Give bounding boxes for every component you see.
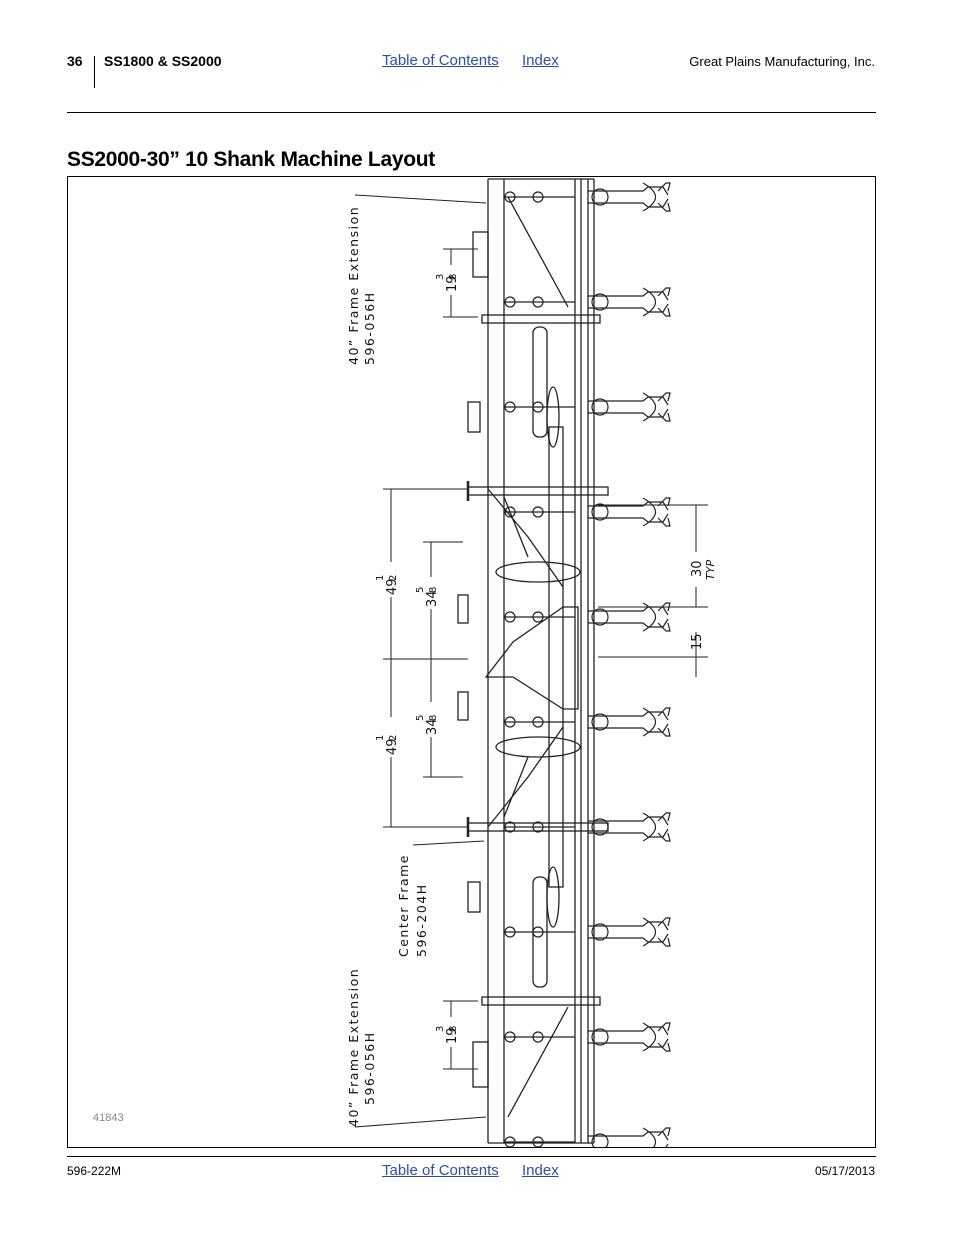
shank-row-unit	[504, 917, 671, 947]
dim-34-top-num: 5	[415, 587, 426, 593]
footer-toc-link[interactable]: Table of Contents	[382, 1162, 499, 1179]
shank-row-unit	[504, 707, 671, 737]
shank-row-unit	[504, 1127, 671, 1147]
shank-row-unit	[504, 497, 671, 527]
revision-date: 05/17/2013	[814, 1164, 875, 1178]
figure-number: 41843	[93, 1112, 124, 1124]
company-name: Great Plains Manufacturing, Inc.	[689, 54, 875, 69]
label-extension-bottom-1: 40” Frame Extension	[346, 968, 361, 1127]
dim-19-bottom-den: 8	[448, 1026, 459, 1032]
shank-row-unit	[504, 287, 671, 317]
dim-19-bottom-num: 3	[435, 1026, 446, 1032]
footer-rule	[67, 1156, 876, 1157]
shank-row-unit	[504, 602, 671, 632]
shank-row-unit	[504, 182, 671, 212]
document-number: 596-222M	[67, 1164, 122, 1178]
label-extension-bottom-2: 596-056H	[362, 1031, 377, 1105]
shank-row-unit	[504, 812, 671, 842]
dim-typ: TYP	[704, 560, 717, 580]
dim-34-bottom-num: 5	[415, 715, 426, 721]
dim-19-top: 19	[445, 275, 460, 292]
dim-15: 15	[690, 633, 705, 650]
dim-49-top: 49	[385, 578, 400, 595]
model-name: SS1800 & SS2000	[104, 53, 222, 69]
dim-34-top-den: 8	[428, 587, 439, 593]
dim-49-top-num: 1	[375, 575, 386, 581]
diagram-frame: 40” Frame Extension 596-056H 40” Frame E…	[67, 176, 876, 1148]
page-number: 36	[67, 53, 83, 69]
dim-19-bottom: 19	[445, 1027, 460, 1044]
dim-49-top-den: 2	[388, 575, 399, 581]
header-rule	[67, 112, 876, 113]
label-center-frame-1: Center Frame	[396, 854, 411, 957]
shank-row-unit	[504, 1022, 671, 1052]
shank-row-unit	[504, 392, 671, 422]
header-index-link[interactable]: Index	[522, 52, 559, 69]
label-extension-top-1: 40” Frame Extension	[346, 206, 361, 365]
dim-49-bottom-den: 2	[388, 735, 399, 741]
page-title: SS2000-30” 10 Shank Machine Layout	[67, 148, 435, 171]
dim-19-top-den: 8	[448, 274, 459, 280]
header-divider	[94, 56, 95, 88]
header-toc-link[interactable]: Table of Contents	[382, 52, 499, 69]
dim-34-bottom: 34	[425, 718, 440, 735]
dim-49-bottom-num: 1	[375, 735, 386, 741]
footer-index-link[interactable]: Index	[522, 1162, 559, 1179]
label-extension-top-2: 596-056H	[362, 291, 377, 365]
dim-19-top-num: 3	[435, 274, 446, 280]
dim-30: 30	[690, 560, 705, 577]
machine-layout-diagram: 40” Frame Extension 596-056H 40” Frame E…	[346, 178, 717, 1147]
label-center-frame-2: 596-204H	[414, 883, 429, 957]
dim-34-bottom-den: 8	[428, 715, 439, 721]
dim-49-bottom: 49	[385, 738, 400, 755]
dim-34-top: 34	[425, 590, 440, 607]
